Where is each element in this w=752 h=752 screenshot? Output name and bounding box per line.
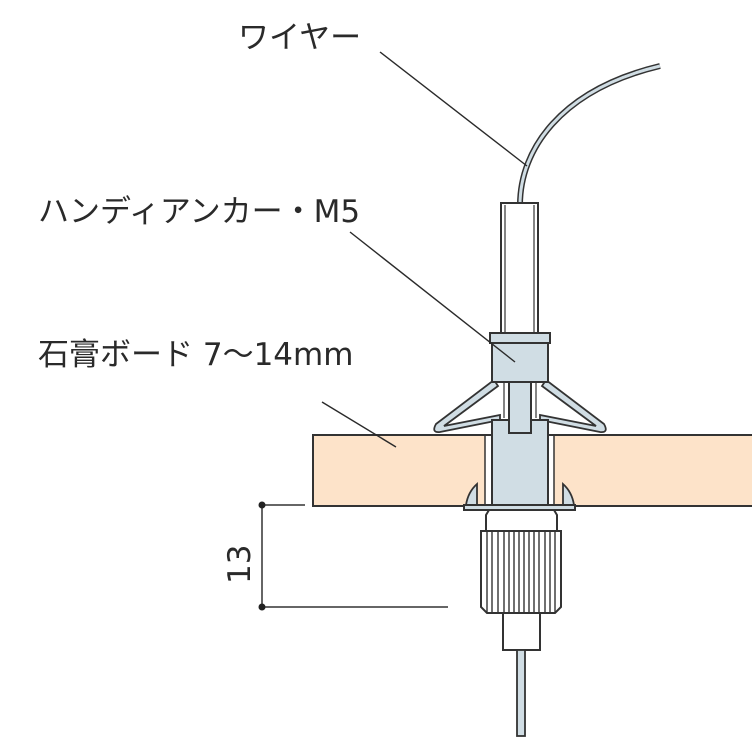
leader-board [321, 401, 397, 448]
leader-wire [379, 51, 528, 167]
anchor-cap [489, 332, 551, 344]
anchor-tube [500, 202, 539, 336]
anchor-sleeve [491, 419, 549, 507]
leader-anchor [349, 231, 516, 363]
nut-end [502, 612, 541, 651]
knurled-nut [480, 530, 562, 614]
anchor-body [491, 342, 549, 383]
dimension-13: 13 [222, 501, 448, 611]
anchor-teeth [464, 481, 576, 506]
anchor-stem [508, 379, 532, 434]
nut-neck [485, 509, 558, 532]
label-anchor: ハンディアンカー・M5 [38, 194, 360, 230]
wire-lower [516, 649, 526, 737]
dimension-label: 13 [222, 545, 258, 584]
anchor-wings [433, 378, 607, 433]
wire-upper [517, 63, 661, 206]
label-board: 石膏ボード 7〜14mm [38, 337, 353, 373]
label-wire: ワイヤー [238, 20, 361, 56]
